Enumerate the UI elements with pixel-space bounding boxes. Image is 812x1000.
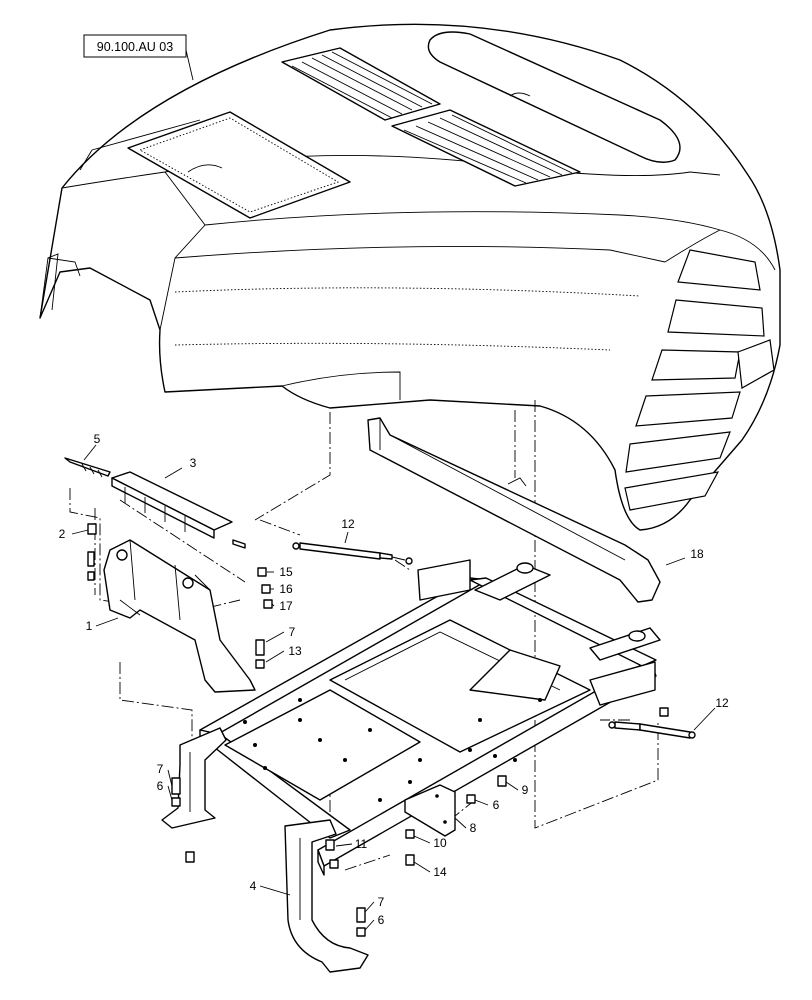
callout-label: 1 (86, 619, 93, 633)
callout-label: 4 (250, 879, 257, 893)
frame-holes (243, 698, 542, 802)
callout-label: 8 (470, 821, 477, 835)
callout-label: 17 (279, 599, 293, 613)
callout-label: 12 (715, 696, 729, 710)
callout-label: 12 (341, 517, 355, 531)
callout-label: 5 (94, 432, 101, 446)
callout-label: 7 (289, 625, 296, 639)
callout-label: 10 (433, 836, 447, 850)
callout-label: 13 (288, 644, 302, 658)
callout-label: 3 (190, 456, 197, 470)
alignment-lines (69, 400, 659, 871)
callout-label: 7 (378, 895, 385, 909)
callout-label: 6 (157, 779, 164, 793)
callout-labels: 5 3 2 12 15 16 17 1 7 13 18 12 7 6 9 6 8… (59, 432, 729, 927)
bracket-part-1 (103, 539, 256, 693)
plate-part-3 (111, 471, 233, 539)
callout-label: 2 (59, 527, 66, 541)
hood (39, 23, 781, 531)
callout-label: 9 (522, 783, 529, 797)
hood-vent-slats (291, 51, 573, 184)
gas-strut-upper (292, 542, 413, 565)
callout-label: 6 (378, 913, 385, 927)
fasteners (64, 457, 669, 937)
callout-label: 6 (493, 798, 500, 812)
reference-box-text: 90.100.AU 03 (97, 40, 173, 54)
support-bracket-part-4 (284, 819, 369, 973)
callout-label: 16 (279, 582, 293, 596)
callout-label: 15 (279, 565, 293, 579)
main-frame (199, 559, 661, 876)
callout-label: 7 (157, 762, 164, 776)
callout-label: 11 (355, 837, 368, 851)
hood-front-grille (624, 249, 775, 511)
reference-box: 90.100.AU 03 (83, 34, 194, 81)
callout-label: 14 (433, 865, 447, 879)
bracket-part-8 (404, 784, 456, 837)
crossmember-part-18 (367, 417, 661, 603)
callout-leaders (71, 444, 716, 931)
callout-label: 18 (690, 547, 704, 561)
gas-strut-lower (608, 721, 696, 739)
